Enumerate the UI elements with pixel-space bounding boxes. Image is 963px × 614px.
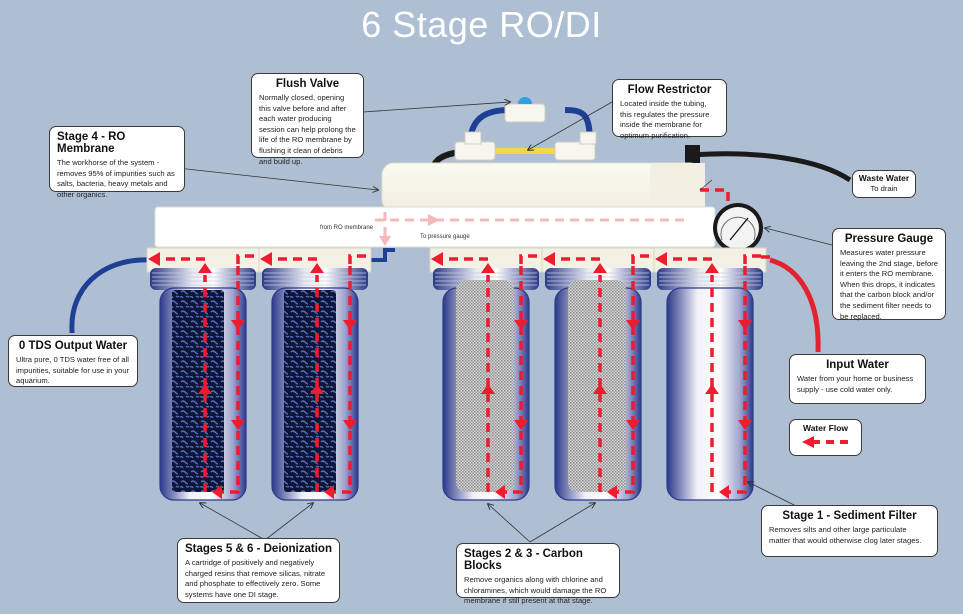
callout-input-water: Input Water Water from your home or busi… bbox=[789, 354, 926, 404]
carbon-block-media bbox=[568, 280, 626, 492]
callout-body: Measures water pressure leaving the 2nd … bbox=[840, 248, 938, 321]
callout-title: Flush Valve bbox=[275, 78, 340, 90]
pressure-gauge bbox=[713, 203, 763, 253]
callout-title: Waste Water bbox=[858, 173, 910, 183]
callout-pressure-gauge: Pressure Gauge Measures water pressure l… bbox=[832, 228, 946, 321]
callout-body: A cartridge of positively and negatively… bbox=[185, 558, 326, 599]
pointer-flow-restrictor bbox=[528, 101, 613, 150]
callout-flow-restrictor: Flow Restrictor Located inside the tubin… bbox=[612, 79, 727, 140]
callout-body: Located inside the tubing, this regulate… bbox=[620, 99, 710, 140]
filter-canister-stage-6 bbox=[146, 247, 260, 501]
label-from-ro: from RO membrane bbox=[320, 225, 374, 231]
waste-water-tube bbox=[689, 151, 852, 183]
flow-arrow-legend-icon bbox=[801, 436, 848, 448]
flush-valve-knob bbox=[518, 97, 532, 104]
flow-arrows-membrane bbox=[375, 188, 770, 259]
label-to-gauge: To pressure gauge bbox=[420, 234, 470, 240]
flow-restrictor bbox=[490, 148, 560, 154]
pointer-ro-membrane bbox=[149, 164, 378, 190]
flush-valve-body bbox=[504, 103, 546, 123]
flow-arrows-stage-5 bbox=[260, 252, 367, 499]
tee-fitting-left bbox=[454, 141, 496, 161]
callout-title: Stage 1 - Sediment Filter bbox=[782, 510, 917, 522]
callout-body: Normally closed, opening this valve befo… bbox=[259, 93, 356, 166]
tee-fitting-right bbox=[554, 141, 596, 161]
di-resin-media bbox=[172, 290, 224, 492]
flow-arrows-stage-6 bbox=[148, 252, 255, 499]
callout-title: Stages 5 & 6 - Deionization bbox=[185, 543, 332, 555]
callout-title: Input Water bbox=[826, 359, 889, 371]
pointer-flush-valve bbox=[362, 102, 510, 113]
filter-canister-stage-2 bbox=[541, 247, 655, 501]
callout-deionization: Stages 5 & 6 - Deionization A cartridge … bbox=[177, 538, 340, 603]
pointer-carbon-a bbox=[488, 504, 531, 543]
legend-title: Water Flow bbox=[802, 423, 849, 433]
callout-title: Flow Restrictor bbox=[627, 84, 712, 96]
pointer-sediment bbox=[748, 482, 801, 509]
callout-carbon-blocks: Stages 2 & 3 - Carbon Blocks Remove orga… bbox=[456, 543, 620, 605]
pointer-waste-tip bbox=[699, 179, 713, 191]
pointer-di-a bbox=[200, 503, 266, 541]
pointer-di-b bbox=[264, 503, 313, 541]
callout-title: Pressure Gauge bbox=[844, 233, 934, 245]
flow-arrows-stage-1 bbox=[655, 252, 762, 499]
callout-flush-valve: Flush Valve Normally closed, opening thi… bbox=[251, 73, 364, 166]
manifold-bar bbox=[154, 206, 716, 248]
flow-arrows-stage-3 bbox=[431, 252, 538, 499]
legend-water-flow: Water Flow bbox=[789, 419, 862, 456]
callout-title: Stages 2 & 3 - Carbon Blocks bbox=[464, 548, 583, 572]
output-water-tube bbox=[69, 257, 151, 331]
di-resin-media bbox=[284, 290, 336, 492]
filter-canister-stage-5 bbox=[258, 247, 372, 501]
callout-body: The workhorse of the system - removes 95… bbox=[57, 158, 175, 199]
carbon-block-media bbox=[456, 280, 514, 492]
filter-canister-stage-3 bbox=[429, 247, 543, 501]
pointer-pressure-gauge bbox=[765, 228, 833, 246]
callout-title: 0 TDS Output Water bbox=[18, 340, 128, 352]
callout-output-water: 0 TDS Output Water Ultra pure, 0 TDS wat… bbox=[8, 335, 138, 387]
callout-sediment-filter: Stage 1 - Sediment Filter Removes silts … bbox=[761, 505, 938, 557]
callout-body: Water from your home or business supply … bbox=[797, 374, 914, 394]
callout-title: Stage 4 - RO Membrane bbox=[57, 131, 126, 155]
callout-body: Remove organics along with chlorine and … bbox=[464, 575, 607, 606]
callout-body: Removes silts and other large particulat… bbox=[769, 525, 922, 545]
callout-ro-membrane: Stage 4 - RO Membrane The workhorse of t… bbox=[49, 126, 185, 199]
callout-body: To drain bbox=[870, 184, 898, 193]
input-water-tube bbox=[769, 257, 821, 353]
diagram-title: 6 Stage RO/DI bbox=[361, 4, 602, 45]
pointer-carbon-b bbox=[529, 503, 595, 543]
filter-canister-stage-1 bbox=[653, 247, 767, 501]
flow-arrows-stage-2 bbox=[543, 252, 650, 499]
callout-body: Ultra pure, 0 TDS water free of all impu… bbox=[16, 355, 130, 386]
callout-waste-water: Waste Water To drain bbox=[852, 170, 916, 198]
